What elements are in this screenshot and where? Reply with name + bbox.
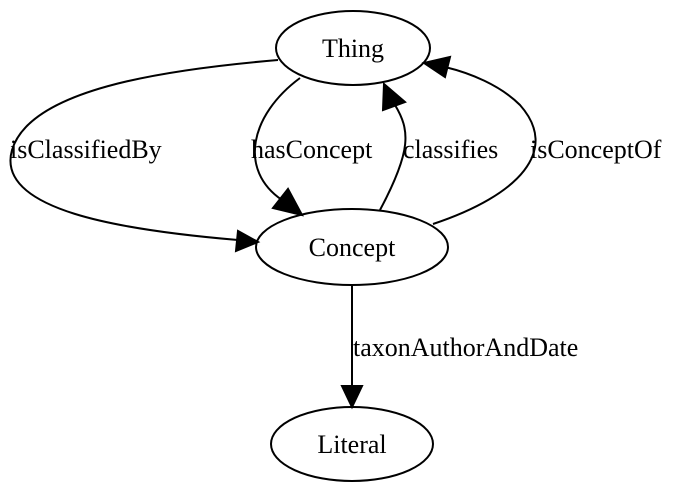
edge-is-classified-by[interactable]: isClassifiedBy — [9, 59, 279, 253]
edge-has-concept[interactable]: hasConcept — [251, 77, 373, 217]
node-concept-label: Concept — [309, 233, 396, 262]
node-thing-label: Thing — [322, 34, 384, 63]
edge-has-concept-line — [253, 77, 301, 201]
edge-taxon-author-and-date-arrowhead — [340, 385, 364, 410]
node-thing[interactable]: Thing — [275, 10, 431, 86]
edge-taxon-author-and-date-label: taxonAuthorAndDate — [353, 333, 578, 362]
node-thing-shape — [275, 10, 431, 86]
edge-has-concept-arrowhead — [271, 187, 304, 217]
edge-classifies[interactable]: classifies — [379, 81, 498, 211]
edge-is-classified-by-label: isClassifiedBy — [10, 135, 162, 164]
edge-classifies-label: classifies — [403, 135, 498, 164]
edge-has-concept-label: hasConcept — [251, 135, 373, 164]
node-concept-shape — [255, 208, 449, 286]
edge-classifies-line — [379, 104, 407, 211]
edge-taxon-author-and-date[interactable]: taxonAuthorAndDate — [340, 286, 578, 410]
node-literal-label: Literal — [317, 430, 386, 459]
edge-is-concept-of-line — [432, 66, 537, 225]
edge-is-classified-by-line — [9, 59, 279, 241]
node-concept[interactable]: Concept — [255, 208, 449, 286]
edge-is-classified-by-arrowhead — [234, 229, 261, 253]
edge-is-concept-of-arrowhead — [421, 55, 452, 79]
edge-is-concept-of[interactable]: isConceptOf — [421, 55, 662, 225]
edge-is-concept-of-label: isConceptOf — [530, 135, 662, 164]
edge-classifies-arrowhead — [381, 81, 407, 112]
node-literal[interactable]: Literal — [270, 406, 434, 482]
